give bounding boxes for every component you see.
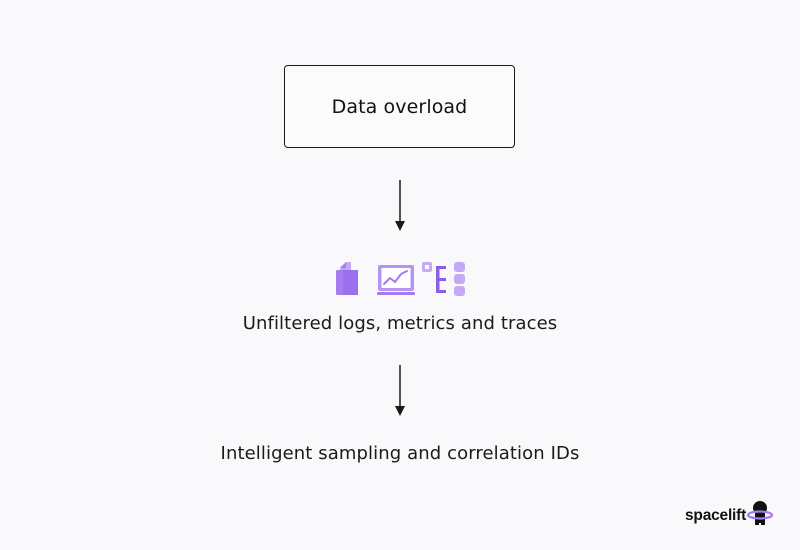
traces-tree-icon bbox=[422, 262, 465, 296]
data-overload-box: Data overload bbox=[284, 65, 515, 148]
down-arrow-1 bbox=[395, 180, 405, 231]
down-arrow-2 bbox=[395, 365, 405, 416]
data-overload-label: Data overload bbox=[331, 95, 468, 118]
telemetry-icons bbox=[336, 262, 465, 296]
metrics-monitor-icon bbox=[377, 265, 415, 295]
astronaut-planet-icon bbox=[747, 501, 774, 525]
spacelift-logo-text: spacelift bbox=[685, 507, 747, 524]
sampling-label: Intelligent sampling and correlation IDs bbox=[220, 443, 580, 464]
documents-icon bbox=[336, 262, 358, 295]
unfiltered-data-label: Unfiltered logs, metrics and traces bbox=[242, 313, 558, 334]
spacelift-logo: spacelift bbox=[685, 499, 774, 525]
